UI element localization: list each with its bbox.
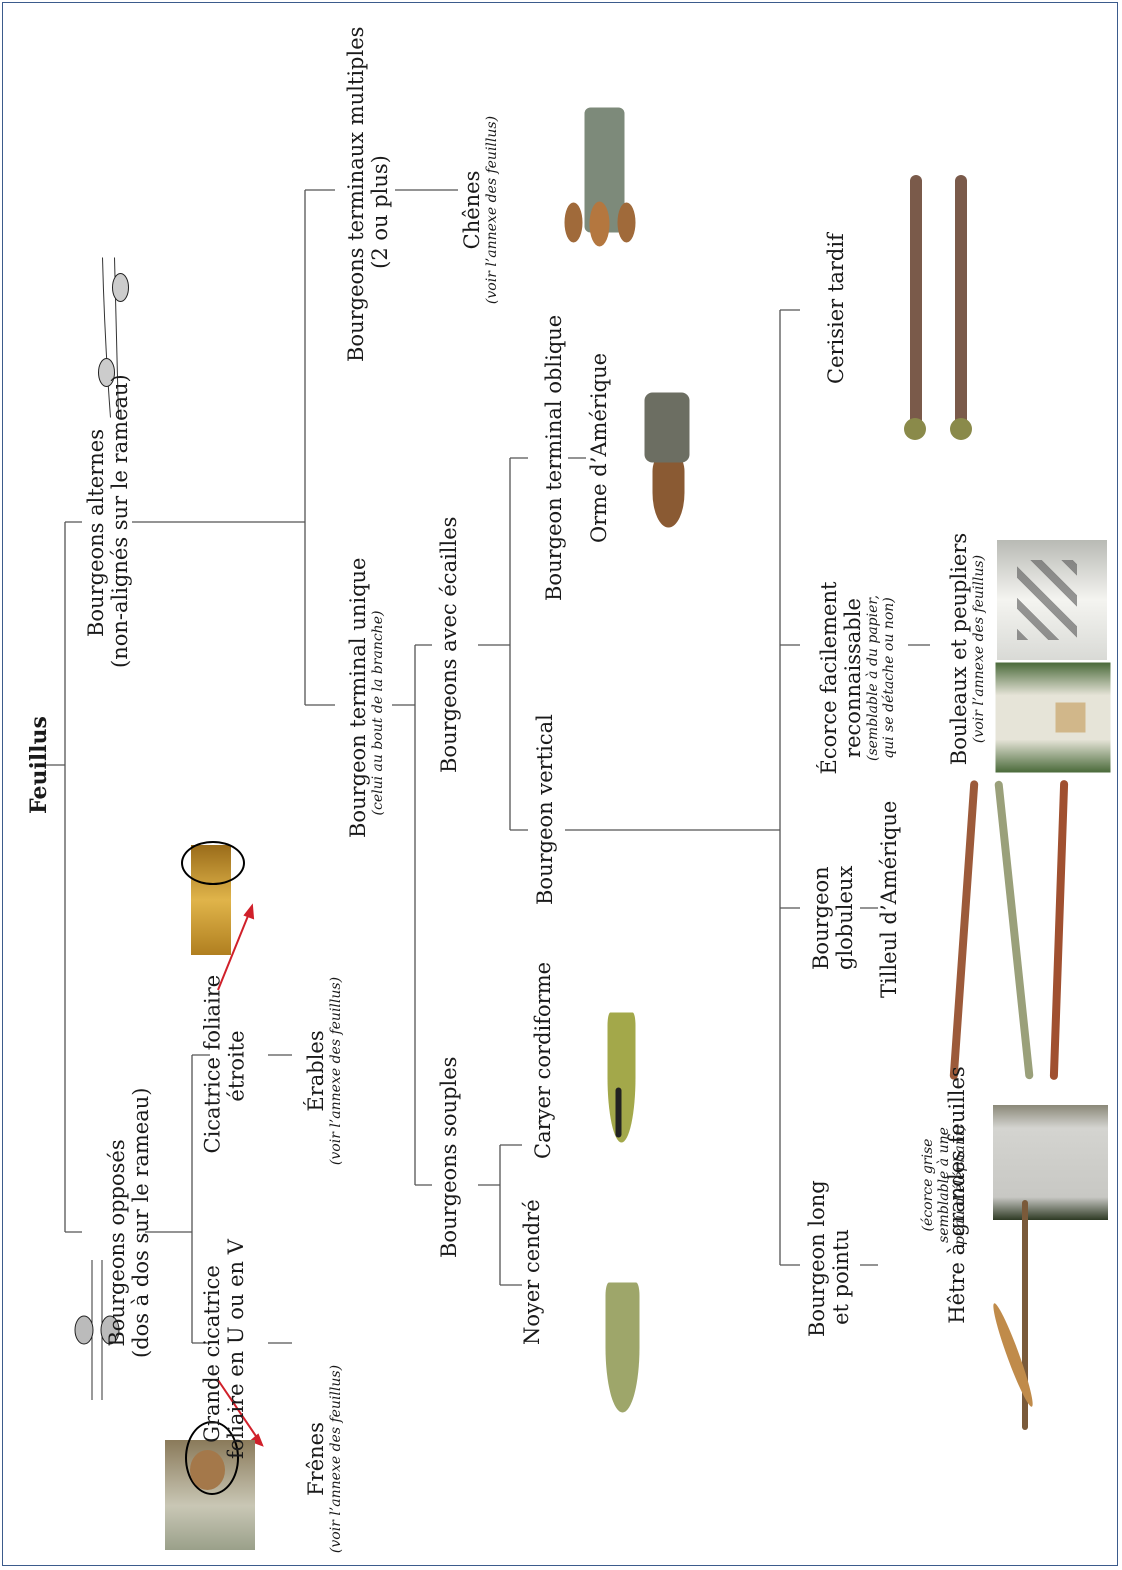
hetre-note: (écorce grisesemblable à unepeau d’éléph… <box>920 1115 980 1255</box>
caryer-label: Caryer cordiforme <box>531 991 557 1159</box>
globular-label: Bourgeonglobuleux <box>809 870 859 970</box>
erables-label: Érables(voir l’annexe des feuillus) <box>304 961 350 1181</box>
noyer-photo <box>588 1283 663 1413</box>
opposite-label: Bourgeons opposés(dos à dos sur le ramea… <box>105 1128 155 1358</box>
single-terminal-label: Bourgeon terminal unique(celui au bout d… <box>346 588 392 838</box>
alternate-label: Bourgeons alternes(non-alignés sur le ra… <box>84 398 134 668</box>
orme-photo <box>633 403 708 523</box>
tilleul-label: Tilleul d’Amérique <box>877 818 903 998</box>
cerisier-photo <box>895 175 985 435</box>
soft-label: Bourgeons souples <box>437 1118 463 1258</box>
tilleul-photo <box>940 780 1080 1080</box>
caryer-photo <box>588 1013 663 1143</box>
multi-terminal-label: Bourgeons terminaux multiples(2 ou plus) <box>344 62 394 362</box>
bark-label: Écorce facilementreconnaissable (semblab… <box>817 573 913 783</box>
chenes-photo <box>560 108 650 233</box>
bouleaux-photo-2 <box>996 663 1111 773</box>
erables-photo <box>191 845 231 955</box>
scar-narrow-label: Cicatrice foliaireétroite <box>201 979 251 1154</box>
frenes-label: Frênes(voir l’annexe des feuillus) <box>304 1349 350 1569</box>
oblique-label: Bourgeon terminal oblique <box>542 321 568 601</box>
root-label: Feuillus <box>27 715 53 815</box>
scar-large-label: Grande cicatricefoliaire en U ou en V <box>200 1249 250 1459</box>
noyer-label: Noyer cendré <box>520 1225 546 1345</box>
long-pointed-label: Bourgeon longet pointu <box>805 1217 855 1337</box>
vertical-label: Bourgeon vertical <box>533 755 559 905</box>
bouleaux-label: Bouleaux et peupliers(voir l’annexe des … <box>947 529 993 769</box>
scaly-label: Bourgeons avec écailles <box>437 533 463 773</box>
chenes-label: Chênes(voir l’annexe des feuillus) <box>460 100 506 320</box>
cerisier-label: Cerisier tardif <box>824 234 850 384</box>
orme-label: Orme d’Amérique <box>587 383 613 543</box>
bouleaux-photo-1 <box>997 540 1107 660</box>
